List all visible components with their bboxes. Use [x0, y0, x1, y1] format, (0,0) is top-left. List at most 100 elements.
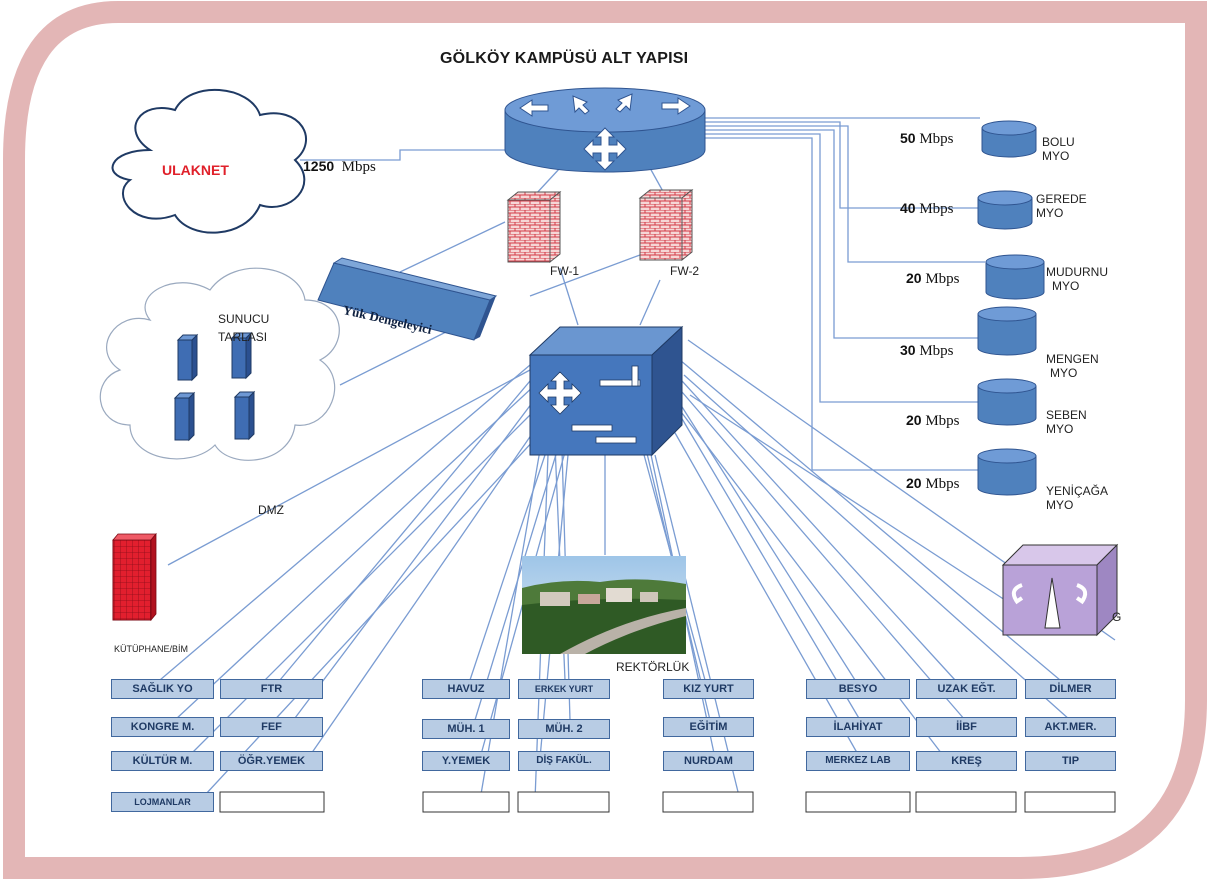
- rectorate-photo: [522, 556, 686, 654]
- myo-cylinder-gerede: [977, 190, 1033, 230]
- building-ftr: FTR: [220, 679, 323, 699]
- empty-box: [662, 791, 754, 813]
- myo-type: MYO: [1036, 206, 1064, 220]
- building-merkez-lab: MERKEZ LAB: [806, 751, 910, 771]
- myo-cylinder-mengen: [977, 306, 1037, 356]
- empty-box: [915, 791, 1017, 813]
- empty-label-boxes: [219, 791, 1116, 813]
- myo-speed-value: 30: [900, 342, 916, 358]
- myo-speed-value: 50: [900, 130, 916, 146]
- empty-box: [805, 791, 911, 813]
- building-egitim: EĞİTİM: [663, 717, 754, 737]
- building-iibf: İİBF: [916, 717, 1017, 737]
- myo-speed-bolu: 50 Mbps: [900, 130, 954, 148]
- myo-name: MENGEN: [1046, 352, 1099, 366]
- building-dis-fakul: DİŞ FAKÜL.: [518, 751, 610, 771]
- myo-speed-mudurnu: 20 Mbps: [906, 270, 960, 288]
- building-kres: KREŞ: [916, 751, 1017, 771]
- ulaknet-label: ULAKNET: [162, 162, 229, 178]
- building-fef: FEF: [220, 717, 323, 737]
- building-besyo: BESYO: [806, 679, 910, 699]
- ulaknet-speed-value: 1250: [303, 158, 335, 174]
- myo-speed-gerede: 40 Mbps: [900, 200, 954, 218]
- myo-name: YENİÇAĞA: [1046, 484, 1109, 498]
- myo-name: GEREDE: [1036, 192, 1087, 206]
- firewall-2-label: FW-2: [670, 264, 700, 278]
- ulaknet-speed: 1250 Mbps: [303, 158, 376, 176]
- myo-speed-yenicaga: 20 Mbps: [906, 475, 960, 493]
- myo-cylinder-mudurnu: [985, 254, 1045, 300]
- building-muh-2: MÜH. 2: [518, 719, 610, 739]
- myo-speed-value: 40: [900, 200, 916, 216]
- server-farm-label-1: SUNUCU: [218, 312, 270, 326]
- building-lojmanlar: LOJMANLAR: [111, 792, 214, 812]
- myo-speed-mengen: 30 Mbps: [900, 342, 954, 360]
- myo-type: MYO: [1046, 422, 1074, 436]
- myo-speed-value: 20: [906, 270, 922, 286]
- empty-box: [1024, 791, 1116, 813]
- building-erkek-yurt: ERKEK YURT: [518, 679, 610, 699]
- building-muh-1: MÜH. 1: [422, 719, 510, 739]
- myo-cylinder-yenicaga: [977, 448, 1037, 496]
- building-uzak-egt: UZAK EĞT.: [916, 679, 1017, 699]
- building-dilmer: DİLMER: [1025, 679, 1116, 699]
- building-kultur-m: KÜLTÜR M.: [111, 751, 214, 771]
- myo-speed-value: 20: [906, 412, 922, 428]
- building-saglik-yo: SAĞLIK YO: [111, 679, 214, 699]
- myo-speed-unit: Mbps: [919, 131, 954, 147]
- server-farm-label-2: TARLASI: [218, 330, 268, 344]
- library-label: KÜTÜPHANE/BİM: [114, 644, 189, 654]
- myo-name: MUDURNU: [1046, 265, 1108, 279]
- firewall-1-icon: [506, 190, 562, 264]
- myo-cylinder-bolu: [981, 120, 1037, 158]
- myo-type: MYO: [1042, 149, 1070, 163]
- myo-cylinders: [977, 120, 1045, 496]
- myo-speed-unit: Mbps: [919, 201, 954, 217]
- building-tip: TIP: [1025, 751, 1116, 771]
- server-farm-cloud: [99, 267, 340, 461]
- myo-cylinder-seben: [977, 378, 1037, 426]
- building-y-yemek: Y.YEMEK: [422, 751, 510, 771]
- empty-box: [517, 791, 610, 813]
- myo-type: MYO: [1046, 498, 1074, 512]
- myo-speed-unit: Mbps: [919, 343, 954, 359]
- frame-border: [3, 0, 1207, 879]
- empty-box: [422, 791, 510, 813]
- building-havuz: HAVUZ: [422, 679, 510, 699]
- dmz-label: DMZ: [258, 503, 284, 517]
- myo-speed-value: 20: [906, 475, 922, 491]
- rectorate-label: REKTÖRLÜK: [616, 660, 690, 674]
- myo-speed-unit: Mbps: [925, 476, 960, 492]
- myo-name: SEBEN: [1046, 408, 1087, 422]
- building-ogr-yemek: ÖĞR.YEMEK: [220, 751, 323, 771]
- ulaknet-speed-unit: Mbps: [341, 159, 376, 175]
- empty-box: [219, 791, 325, 813]
- myo-type: MYO: [1050, 366, 1078, 380]
- myo-name: BOLU: [1042, 135, 1075, 149]
- myo-speed-unit: Mbps: [925, 271, 960, 287]
- router-icon: [504, 87, 706, 173]
- building-kongre-m: KONGRE M.: [111, 717, 214, 737]
- myo-type: MYO: [1052, 279, 1080, 293]
- firewall-2-icon: [638, 188, 694, 262]
- building-akt-mer: AKT.MER.: [1025, 717, 1116, 737]
- firewall-1-label: FW-1: [550, 264, 580, 278]
- building-kiz-yurt: KIZ YURT: [663, 679, 754, 699]
- library-server-icon: [112, 532, 157, 622]
- building-nurdam: NURDAM: [663, 751, 754, 771]
- building-ilahiyat: İLAHİYAT: [806, 717, 910, 737]
- diagram-title: GÖLKÖY KAMPÜSÜ ALT YAPISI: [440, 50, 689, 67]
- core-switch-icon: [528, 325, 684, 457]
- gateway-device-icon: [1001, 543, 1119, 637]
- myo-speed-seben: 20 Mbps: [906, 412, 960, 430]
- myo-speed-unit: Mbps: [925, 413, 960, 429]
- gateway-suffix-label: G: [1112, 610, 1122, 624]
- ulaknet-cloud: [111, 89, 307, 234]
- load-balancer-device: [317, 257, 498, 341]
